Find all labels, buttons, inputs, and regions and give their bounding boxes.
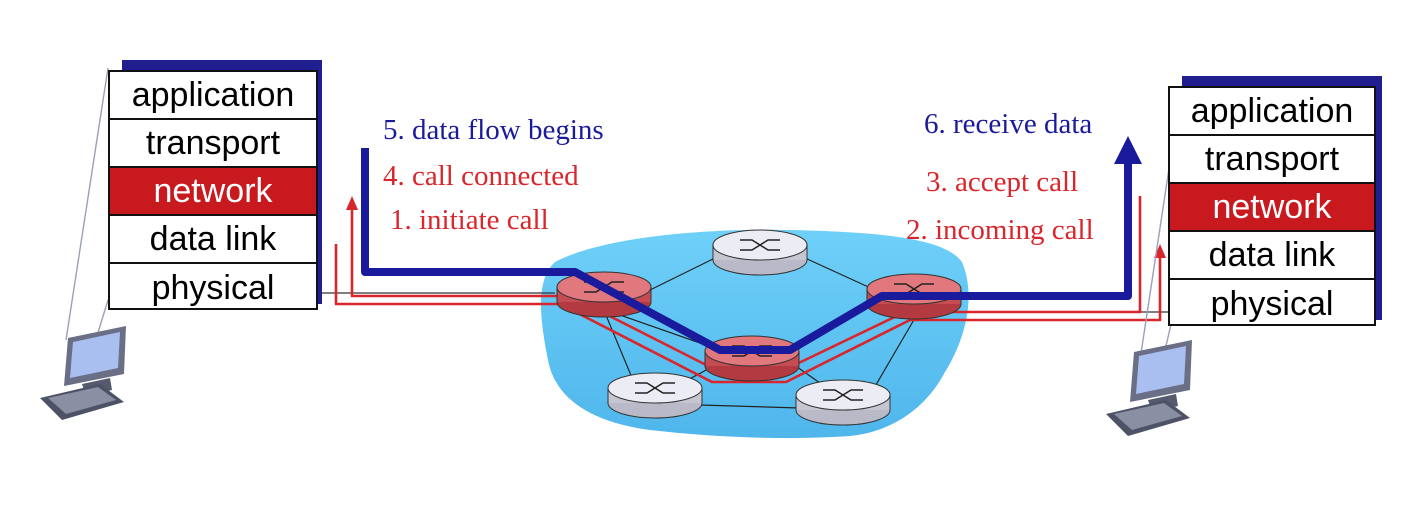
right-layer-network: network	[1170, 184, 1374, 232]
router-center-active	[704, 335, 800, 382]
left-layer-transport: transport	[110, 120, 316, 168]
router-bottom-left	[607, 372, 703, 419]
left-layer-network: network	[110, 168, 316, 216]
right-layer-data-link: data link	[1170, 232, 1374, 280]
step-initiate-call: 1. initiate call	[390, 204, 549, 236]
router-top	[712, 229, 808, 276]
left-layer-data-link: data link	[110, 216, 316, 264]
router-left-active	[556, 271, 652, 318]
left-layer-application: application	[110, 72, 316, 120]
right-computer-icon	[1106, 95, 1192, 436]
left-computer-icon	[40, 67, 126, 420]
right-stack-box: application transport network data link …	[1168, 86, 1376, 326]
step-incoming-call: 2. incoming call	[906, 214, 1094, 246]
left-stack-box: application transport network data link …	[108, 70, 318, 310]
arrow-call-connected	[346, 196, 358, 210]
data-path	[361, 148, 1132, 354]
right-layer-physical: physical	[1210, 284, 1334, 323]
arrow-receive-data	[1114, 136, 1142, 164]
left-layer-physical: physical	[151, 268, 275, 307]
right-layer-application: application	[1170, 88, 1374, 136]
step-receive-data: 6. receive data	[924, 108, 1093, 140]
step-accept-call: 3. accept call	[926, 166, 1079, 198]
arrow-incoming-call	[1154, 244, 1166, 258]
step-call-connected: 4. call connected	[383, 160, 579, 192]
right-layer-transport: transport	[1170, 136, 1374, 184]
right-protocol-stack: application transport network data link …	[1168, 76, 1384, 326]
step-data-flow-begins: 5. data flow begins	[383, 114, 604, 146]
router-bottom-right	[795, 379, 891, 426]
left-protocol-stack: application transport network data link …	[108, 60, 322, 310]
